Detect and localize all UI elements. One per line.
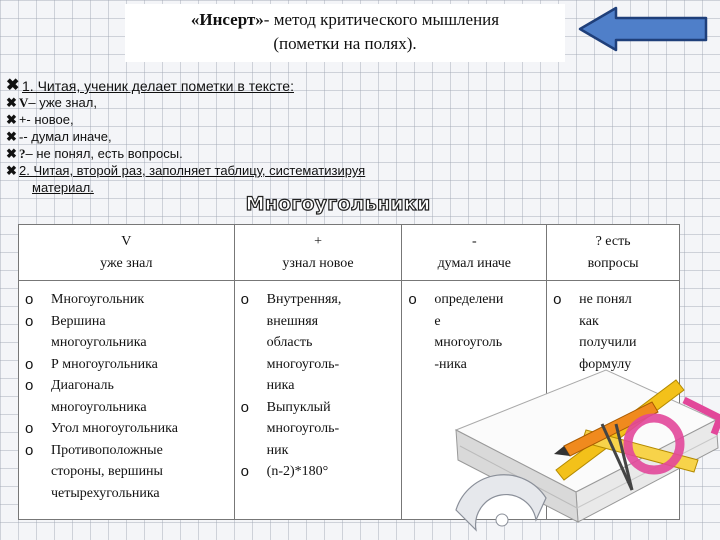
- header-differ: -думал иначе: [401, 224, 548, 281]
- step-2: ✖ 2. Читая, второй раз, заполняет таблиц…: [6, 163, 366, 178]
- list-item: o(n-2)*180°: [240, 463, 329, 480]
- title-line-1: «Инсерт»- метод критического мышления: [190, 10, 500, 29]
- cross-icon: ✖: [6, 146, 17, 161]
- cross-icon: ✖: [6, 95, 17, 110]
- cross-icon: ✖: [6, 77, 20, 94]
- cross-icon: ✖: [6, 163, 17, 178]
- step-1: ✖ 1. Читая, ученик делает пометки в текс…: [6, 77, 294, 95]
- cross-icon: ✖: [6, 112, 17, 127]
- title-line-2: (пометки на полях).: [273, 34, 417, 53]
- book-and-rulers-illustration: [454, 369, 720, 532]
- instructions: ✖ 1. Читая, ученик делает пометки в текс…: [6, 78, 526, 197]
- step-v: ✖ V – уже знал,: [6, 95, 97, 110]
- back-arrow-button[interactable]: [578, 6, 710, 52]
- title-box: «Инсерт»- метод критического мышления (п…: [125, 4, 565, 62]
- protractor-image: [455, 396, 720, 532]
- step-question: ✖ ? – не понял, есть вопросы.: [6, 146, 183, 161]
- cross-icon: ✖: [6, 129, 17, 144]
- pencil-image: [554, 401, 659, 457]
- table-heading: Многоугольники: [245, 192, 431, 215]
- header-new: +узнал новое: [233, 224, 403, 281]
- step-minus: ✖ - - думал иначе,: [6, 129, 112, 144]
- step-2-cont: материал.: [32, 180, 94, 195]
- step-plus: ✖ + - новое,: [6, 112, 74, 127]
